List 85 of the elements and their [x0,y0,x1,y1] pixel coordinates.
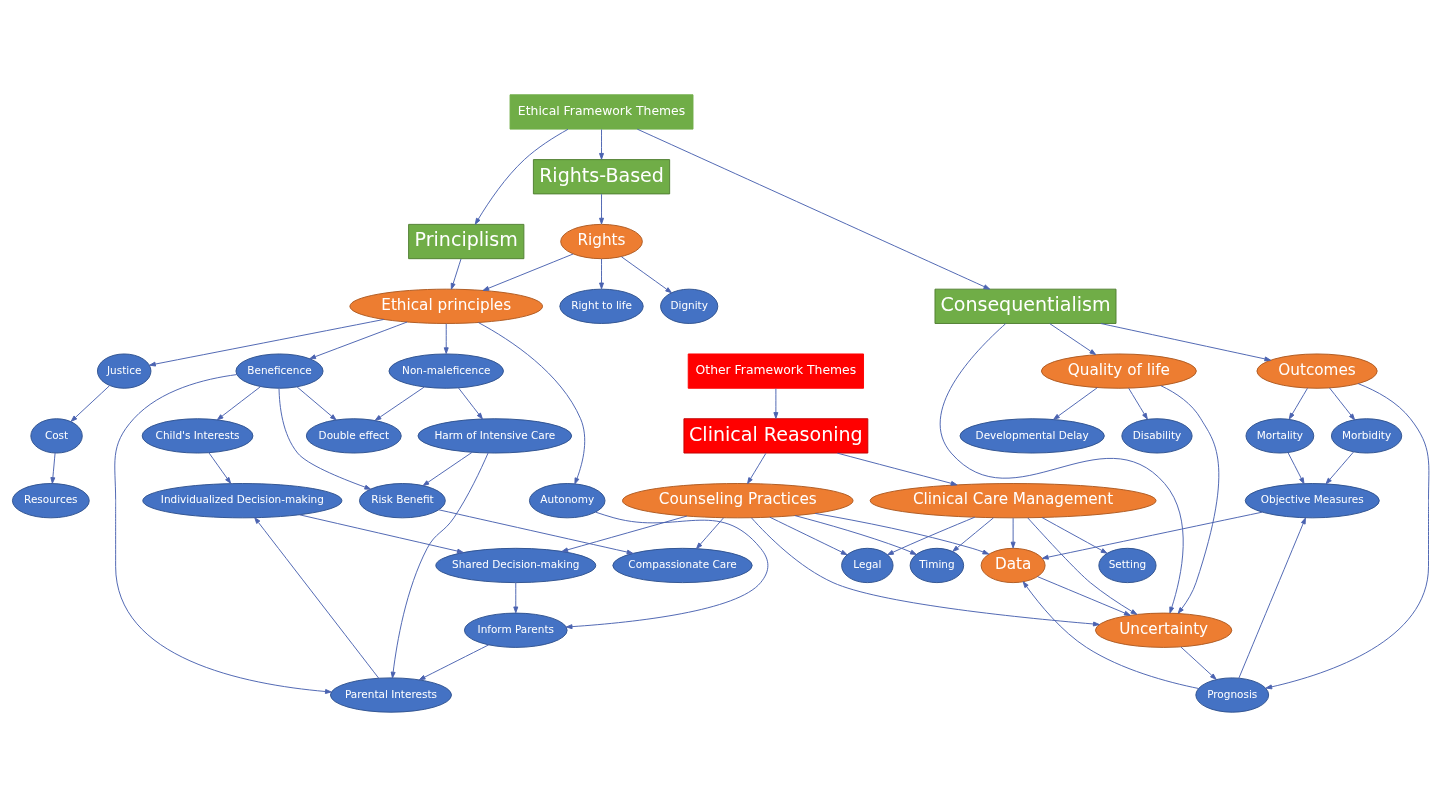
arrow [1287,451,1305,484]
arrow [565,511,769,629]
node-ellipse: Counseling Practices [622,482,854,518]
arrow [599,258,604,289]
node-ellipse: Rights [560,223,643,259]
arrow [309,321,408,359]
arrow [1288,387,1308,419]
arrow [1180,646,1217,680]
arrow [418,643,490,680]
arrow [296,386,337,420]
arrow [216,385,261,420]
node-box: Rights-Based [532,158,671,194]
arrow [374,386,425,421]
arrow [1128,387,1148,419]
node-box: Consequentialism [934,288,1117,324]
arrow [390,452,489,678]
arrow [1329,386,1356,420]
arrow [478,321,586,484]
arrow [458,386,483,419]
arrow [769,516,848,555]
node-ellipse: Autonomy [528,482,606,518]
node-ellipse: Double effect [305,417,402,453]
arrow [887,516,976,555]
arrow [254,516,380,679]
arrow [1265,382,1430,689]
node-ellipse: Prognosis [1195,676,1270,713]
node-ellipse: Child's Interests [141,417,254,453]
node-ellipse: Right to life [559,288,644,324]
node-ellipse: Inform Parents [463,612,568,648]
arrow [747,452,767,484]
arrow [1325,451,1354,484]
node-ellipse: Resources [11,482,90,518]
node-ellipse: Objective Measures [1244,482,1380,518]
arrow [814,512,990,554]
arrow [939,322,1184,613]
arrow [1027,516,1138,615]
arrow [443,322,449,354]
arrow [750,516,1100,626]
arrow [773,387,779,419]
node-ellipse: Disability [1121,417,1193,453]
arrow [1037,575,1131,616]
arrow [561,515,688,552]
arrow [513,581,519,613]
arrow [794,514,917,555]
node-ellipse: Harm of Intensive Care [417,417,573,453]
arrow [1041,516,1108,554]
node-ellipse: Non-maleficence [388,353,504,389]
arrow [1010,517,1016,548]
arrow [1049,322,1097,355]
arrow [636,128,991,290]
arrow [422,451,473,486]
node-box: Ethical Framework Themes [509,93,694,130]
arrow [482,253,574,291]
arrow [1053,386,1098,420]
arrow [1022,580,1200,689]
node-box: Principlism [408,223,525,259]
node-ellipse: Individualized Decision-making [142,482,343,518]
node-ellipse: Justice [96,353,152,389]
node-ellipse: Mortality [1245,417,1315,453]
arrow [599,128,604,160]
arrow [50,452,56,484]
node-ellipse: Quality of life [1040,353,1197,389]
arrow [620,255,672,293]
arrow [114,373,332,694]
arrow [696,516,724,549]
arrow [1100,322,1272,361]
arrow [208,451,232,484]
node-ellipse: Morbidity [1330,417,1403,453]
arrow [438,508,634,555]
arrow [70,384,110,422]
node-box: Clinical Reasoning [683,417,869,453]
arrow [299,513,464,554]
arrow [450,258,462,290]
node-box: Other Framework Themes [687,353,864,389]
arrow [149,318,385,367]
arrow [836,452,958,486]
arrow [474,128,569,225]
node-ellipse: Ethical principles [349,288,543,324]
arrow [278,387,372,490]
arrow [1160,384,1220,614]
arrow [1238,517,1306,678]
arrow [952,516,994,552]
node-ellipse: Developmental Delay [959,417,1105,453]
arrow [599,193,604,224]
arrow [1041,511,1263,560]
